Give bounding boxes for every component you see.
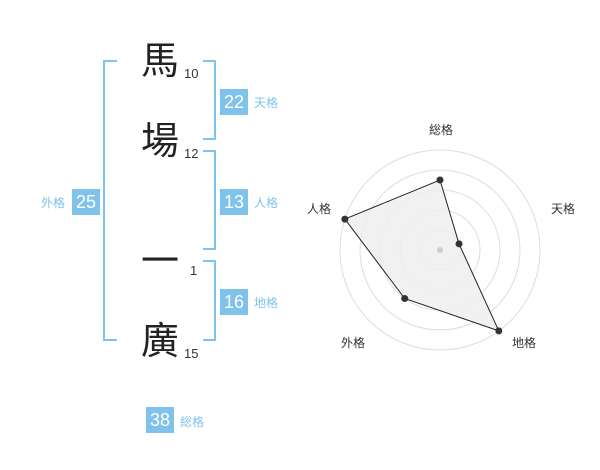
stroke-count-4: 15	[184, 346, 199, 361]
radar-ring	[339, 149, 541, 351]
axis-label-jinkaku: 人格	[307, 201, 331, 216]
name-char-3: 一	[140, 239, 179, 283]
radar-point	[436, 176, 444, 184]
name-char-4: 廣	[140, 319, 179, 363]
tenkaku-value: 22	[220, 89, 248, 115]
stroke-count-3: 1	[190, 263, 198, 278]
radar-ring	[359, 169, 521, 331]
tenkaku-label: 天格	[254, 96, 279, 110]
axis-label-chikaku: 地格	[512, 335, 536, 350]
radar-point	[341, 215, 349, 223]
radar-polygon	[344, 179, 500, 332]
gaikaku-bracket	[103, 60, 117, 341]
chikaku-bracket	[203, 260, 216, 341]
soukaku-label: 総格	[180, 415, 205, 429]
stroke-count-1: 10	[184, 66, 199, 81]
gaikaku-value: 25	[72, 189, 100, 215]
stroke-count-2: 12	[184, 146, 199, 161]
axis-label-tenkaku: 天格	[551, 201, 575, 216]
chikaku-label: 地格	[254, 296, 279, 310]
tenkaku-bracket	[203, 60, 216, 140]
chikaku-value: 16	[220, 289, 248, 315]
radar-center-dot	[437, 247, 443, 253]
name-char-1: 馬	[140, 39, 179, 83]
axis-label-gaikaku: 外格	[341, 335, 365, 350]
radar-points	[341, 176, 503, 335]
jinkaku-value: 13	[220, 189, 248, 215]
axis-label-soukaku: 総格	[429, 122, 453, 137]
jinkaku-label: 人格	[254, 196, 279, 210]
radar-point	[401, 295, 409, 303]
radar-point	[455, 240, 463, 248]
gaikaku-label: 外格	[41, 196, 66, 210]
jinkaku-bracket	[203, 150, 216, 250]
name-char-2: 場	[140, 119, 179, 163]
soukaku-value: 38	[146, 407, 174, 433]
radar-point	[495, 327, 503, 335]
